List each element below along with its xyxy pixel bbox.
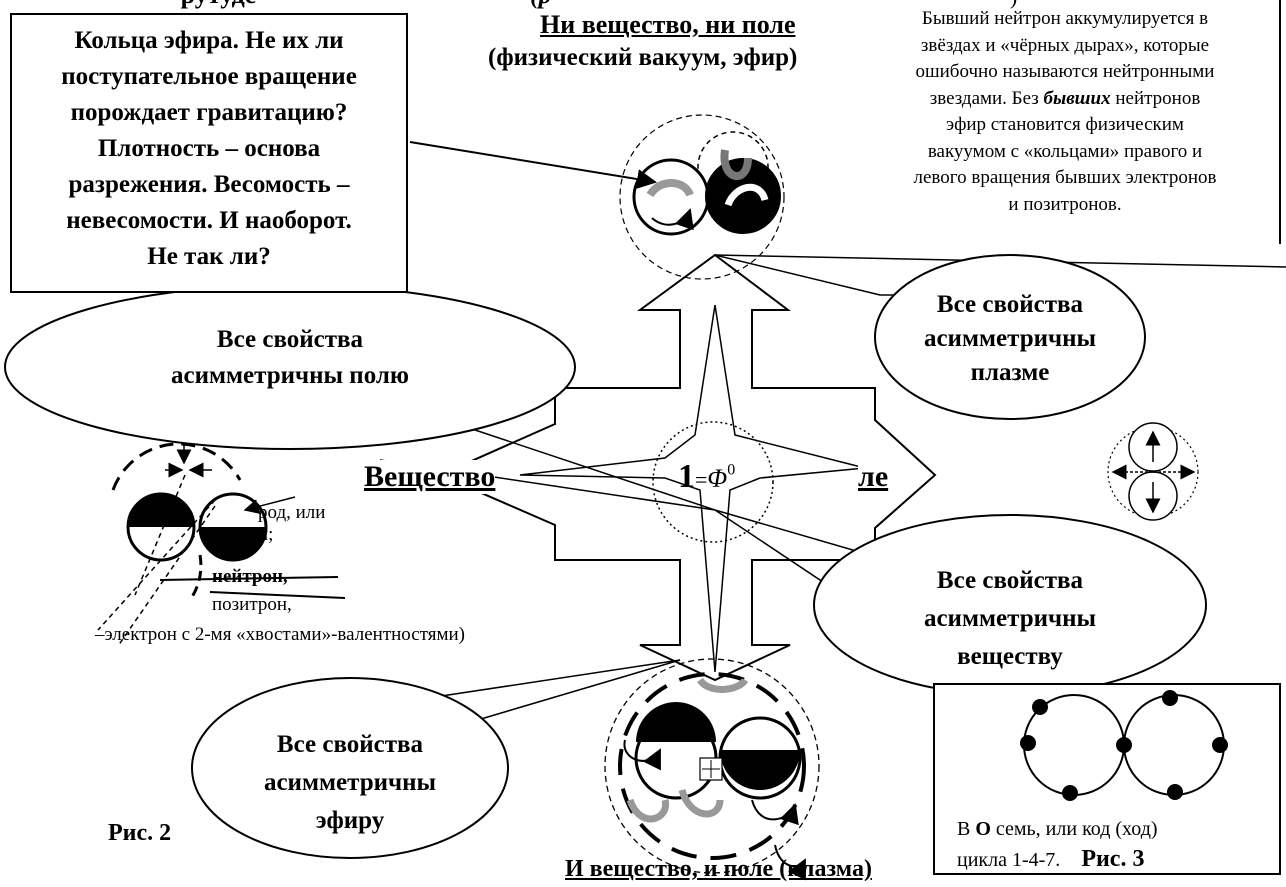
note-line: звездами. Без бывших нейтронов — [850, 86, 1280, 113]
fig3-text: В — [957, 818, 976, 840]
label-left: Вещество — [364, 460, 496, 494]
textbox-left-line: поступательное вращение — [61, 63, 357, 90]
legend-line: –электрон с 2-мя «хвостами»-валентностям… — [95, 624, 466, 645]
fig3-label: Рис. 3 — [1081, 846, 1145, 872]
fig3-caption-line2: цикла 1-4-7. Рис. 3 — [957, 846, 1144, 873]
textbox-left-line: разрежения. Весомость – — [68, 171, 350, 198]
note-line: вакуумом с «кольцами» правого и — [927, 140, 1203, 162]
bubble-line: плазме — [970, 359, 1050, 386]
label-right: ле — [858, 460, 889, 494]
bubble-line: Все свойства — [276, 731, 424, 758]
note-top-right: Бывший нейтрон аккумулируется в звёздах … — [850, 6, 1280, 218]
note-line: Бывший нейтрон аккумулируется в — [921, 8, 1209, 29]
bubble-line: асимметричны — [923, 325, 1097, 352]
fig3-cycle-text: цикла 1-4-7. — [957, 849, 1061, 871]
right-rings-figure — [1107, 422, 1199, 521]
fig2-label: Рис. 2 — [108, 820, 172, 846]
bubble-field-text: Все свойства асимметричны полю — [80, 322, 500, 394]
formula-phi: Φ — [707, 464, 728, 493]
note-line: звёздах и «чёрных дырах», которые — [920, 34, 1210, 56]
bubble-plasma — [874, 254, 1146, 420]
note-line: левого вращения бывших электронов — [913, 167, 1217, 188]
textbox-left: Кольца эфира. Не их ли поступательное вр… — [10, 13, 408, 293]
title-bottom: И вещество, и поле (плазма) — [565, 856, 872, 882]
subtitle-top: (физический вакуум, эфир) — [488, 44, 798, 71]
bubble-line: эфиру — [315, 807, 385, 834]
legend-line: род, или — [258, 502, 326, 523]
bubble-ether — [191, 677, 509, 859]
note-line: ошибочно называются нейтронными — [915, 61, 1215, 82]
note-line: эфир становится физическим — [946, 114, 1184, 135]
center-dotted-circle — [652, 421, 774, 543]
left-atom-figure — [97, 430, 346, 647]
fig3-text: семь, или код (ход) — [990, 818, 1158, 840]
note-line: и позитронов. — [1008, 193, 1122, 215]
formula-exponent: 0 — [727, 461, 736, 479]
bubble-line: веществу — [957, 643, 1063, 670]
fig3-caption-line1: В О семь, или код (ход) — [957, 818, 1158, 841]
inner-star — [519, 304, 866, 673]
top-partial-mid: (р — [530, 0, 552, 10]
fig3-bold: О — [975, 818, 991, 840]
textbox-left-line: порождает гравитацию? — [70, 99, 348, 126]
textbox-left-line: Кольца эфира. Не их ли — [74, 27, 344, 54]
fig3-box — [933, 683, 1281, 875]
legend-line: й; — [258, 524, 274, 545]
bubble-line: Все свойства — [936, 567, 1084, 594]
note-text: нейтронов — [1110, 87, 1201, 109]
note-emphasis: бывших — [1043, 87, 1111, 109]
bubble-line: асимметричны — [263, 769, 437, 796]
top-partial-right: ) — [1010, 0, 1017, 10]
formula-one: 1 — [678, 458, 695, 495]
legend-line: нейтрон, — [212, 566, 288, 587]
bubble-line: асимметричны — [923, 605, 1097, 632]
top-partial-left: -рутуде — [172, 0, 256, 10]
formula-eq: = — [695, 467, 708, 492]
bubble-line: Все свойства — [936, 291, 1084, 318]
note-text: звездами. Без — [929, 87, 1044, 109]
center-formula: 1=Φ0 — [678, 458, 735, 496]
ether-rings-figure — [619, 114, 785, 280]
bubble-plasma-text: Все свойства асимметричны плазме — [895, 288, 1125, 390]
pointer-line — [409, 141, 657, 189]
bubble-line: асимметричны полю — [170, 362, 410, 389]
bubble-matter-text: Все свойства асимметричны веществу — [850, 562, 1170, 676]
ether-bubble-tail — [409, 659, 681, 741]
textbox-left-line: невесомости. И наоборот. — [66, 207, 352, 234]
legend-line: позитрон, — [212, 594, 292, 615]
textbox-left-line: Плотность – основа — [97, 135, 321, 162]
bubble-ether-text: Все свойства асимметричны эфиру — [225, 726, 475, 840]
fig3-rings — [1020, 690, 1228, 801]
plasma-figure — [604, 658, 820, 881]
bubble-line: Все свойства — [216, 326, 364, 353]
textbox-left-line: Не так ли? — [147, 243, 271, 270]
title-top: Ни вещество, ни поле — [540, 10, 796, 39]
